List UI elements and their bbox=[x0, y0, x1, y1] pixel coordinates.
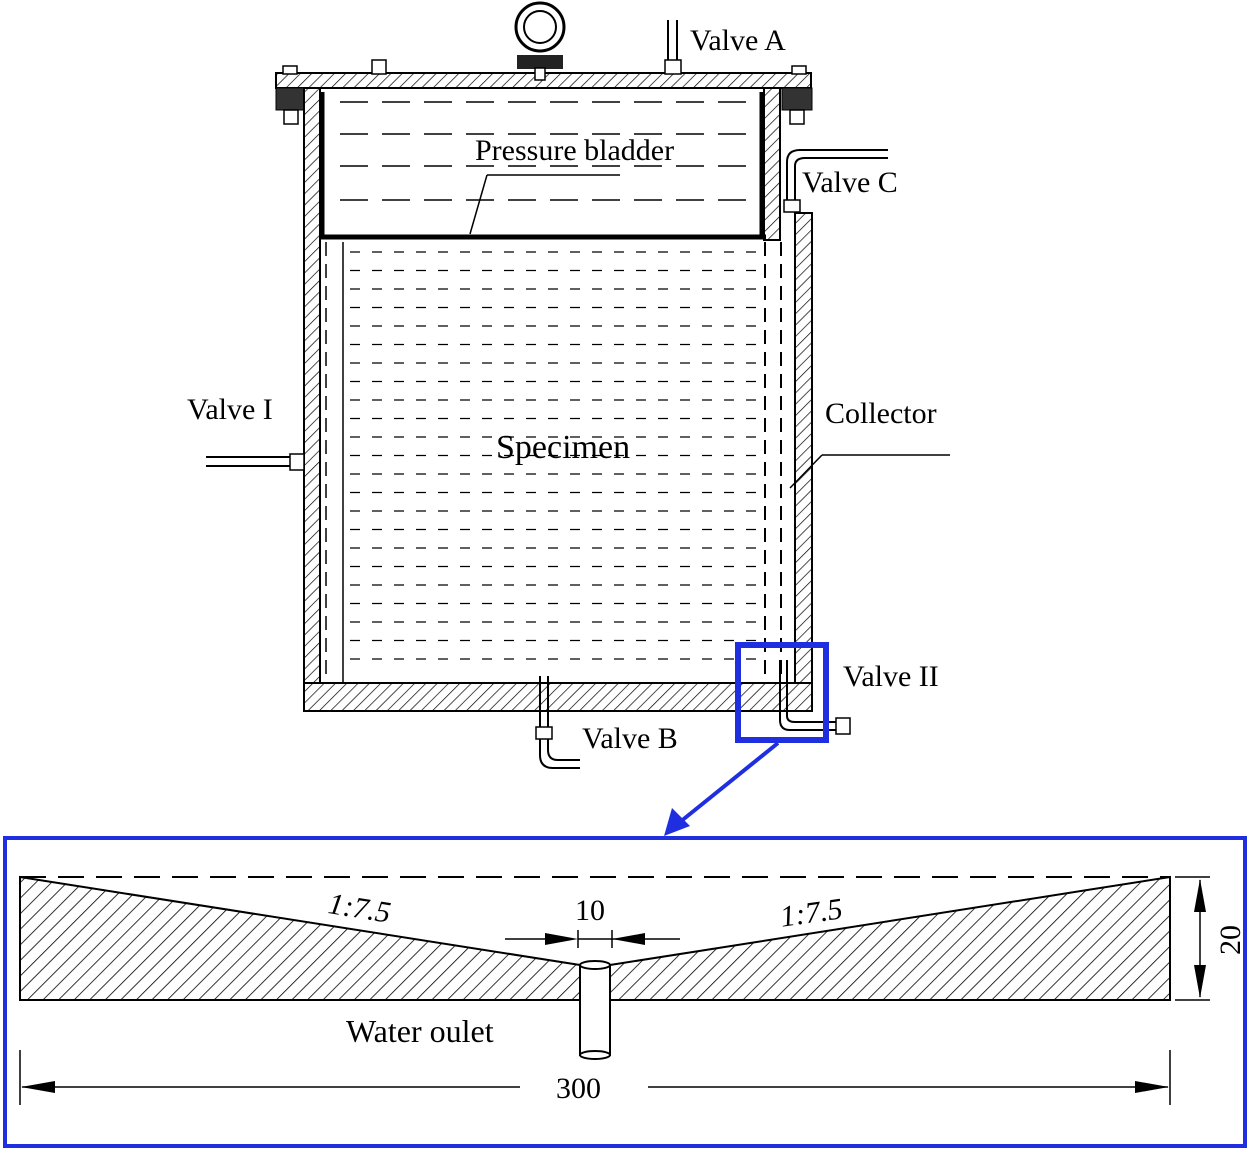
label-valve-ii: Valve II bbox=[843, 660, 939, 693]
water-outlet-pipe bbox=[579, 960, 611, 1060]
water-outlet-label: Water oulet bbox=[346, 1013, 494, 1049]
collector-leader bbox=[789, 454, 823, 489]
outlet-width-label: 10 bbox=[575, 894, 605, 927]
slope-left-label: 1:7.5 bbox=[326, 887, 393, 929]
chamber: Valve A Pressure bladder Valve C Valve I… bbox=[187, 1, 950, 836]
detail-highlight-box bbox=[735, 642, 829, 743]
valve-a-pipe bbox=[664, 20, 682, 75]
right-wall-upper bbox=[763, 87, 781, 241]
detail-frame bbox=[3, 836, 1247, 1148]
collector-floor-right bbox=[609, 875, 1171, 1001]
height-label: 20 bbox=[1214, 925, 1247, 955]
right-wall bbox=[794, 212, 813, 684]
label-valve-c: Valve C bbox=[802, 166, 898, 199]
total-width-dimension bbox=[19, 1050, 1171, 1105]
outlet-width-dimension bbox=[505, 930, 680, 948]
slope-right-label: 1:7.5 bbox=[778, 892, 844, 933]
valve-i-pipe bbox=[206, 453, 305, 471]
detail-panel: 1:7.5 1:7.5 10 20 Water oulet 300 bbox=[3, 836, 1247, 1148]
left-wall bbox=[303, 87, 321, 684]
pressure-gauge bbox=[514, 1, 566, 81]
label-valve-b: Valve B bbox=[582, 722, 678, 755]
label-valve-a: Valve A bbox=[690, 24, 786, 57]
collector-floor-left bbox=[19, 875, 581, 1001]
label-valve-i: Valve I bbox=[187, 393, 273, 426]
valve-c-pipe bbox=[783, 149, 888, 213]
detail-pointer-arrow bbox=[664, 741, 780, 836]
height-dimension bbox=[1175, 876, 1210, 1001]
total-width-label: 300 bbox=[556, 1072, 601, 1105]
label-specimen: Specimen bbox=[496, 429, 630, 466]
specimen-area bbox=[325, 242, 782, 682]
valve-b-pipe bbox=[535, 676, 580, 769]
label-collector: Collector bbox=[825, 397, 937, 430]
bladder-compartment bbox=[319, 92, 766, 240]
valve-ii-pipe bbox=[779, 660, 851, 735]
label-pressure-bladder: Pressure bladder bbox=[475, 134, 674, 167]
bottom-plate bbox=[303, 682, 813, 712]
